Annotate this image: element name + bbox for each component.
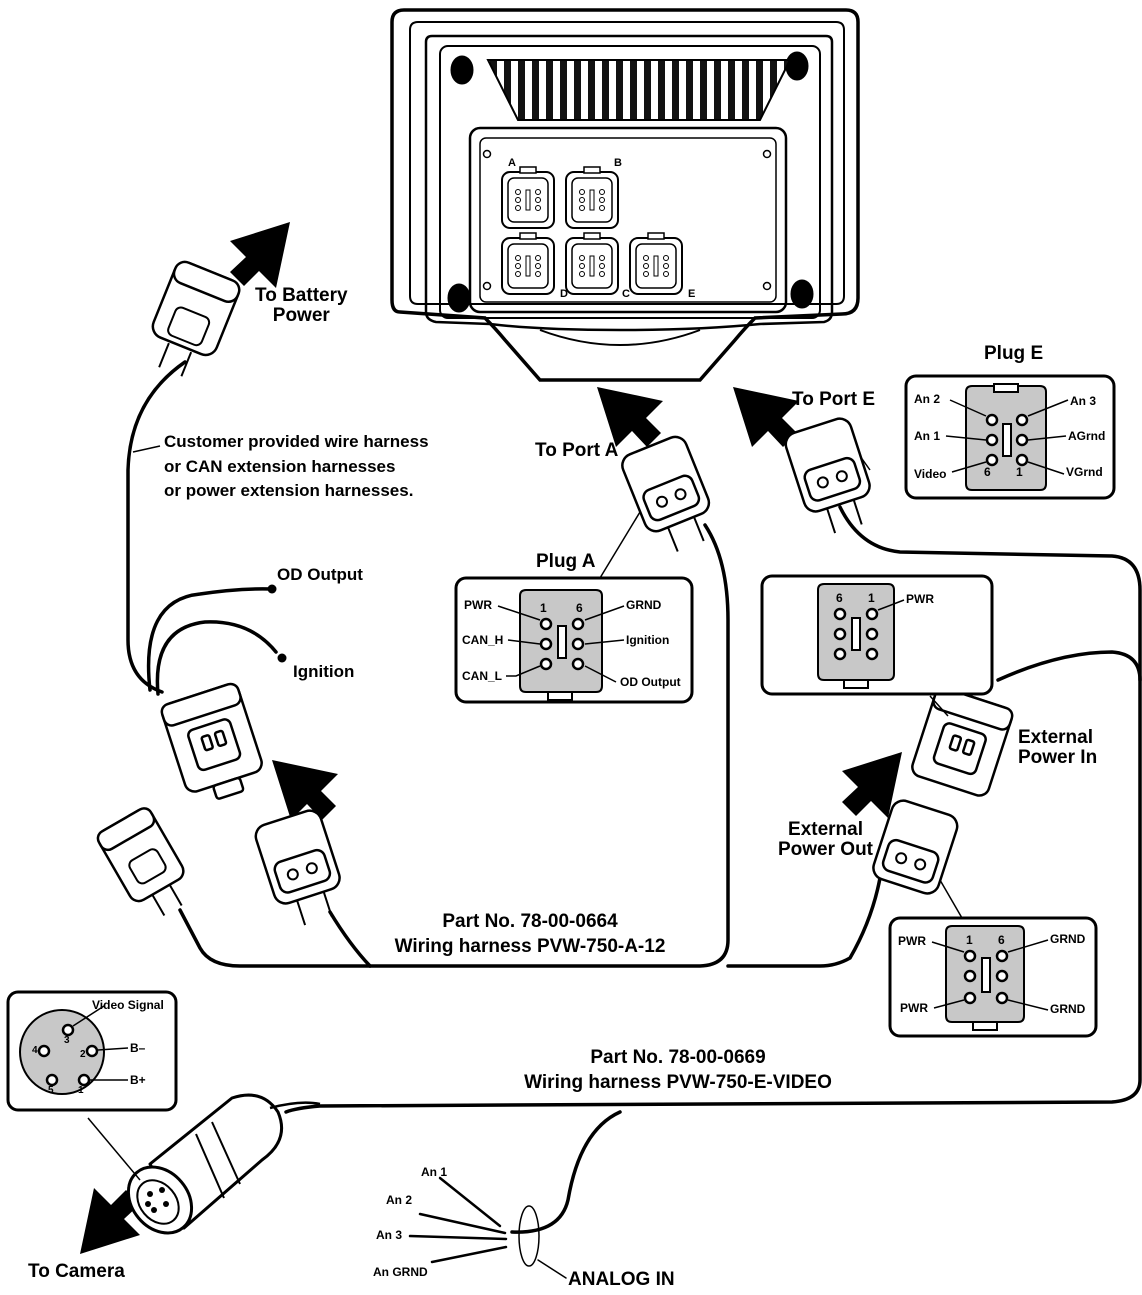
- ext-out-pwr-label-2: PWR: [900, 1001, 928, 1015]
- analog-an3-label: An 3: [376, 1228, 403, 1242]
- battery-connector: [151, 260, 241, 377]
- port-d-letter: D: [560, 288, 568, 300]
- external-power-in-connector: [911, 686, 1014, 797]
- to-port-a-label: To Port A: [535, 440, 619, 461]
- plug-e-an3-label: An 3: [1070, 394, 1097, 408]
- camera-video-signal-label: Video Signal: [92, 998, 164, 1012]
- analog-an1-label: An 1: [421, 1165, 448, 1179]
- plug-e-vgrnd-label: VGrnd: [1066, 465, 1103, 479]
- plug-a-can-h-label: CAN_H: [462, 633, 504, 647]
- external-power-out-label: External Power Out: [778, 819, 874, 860]
- display-unit: [390, 8, 860, 382]
- to-port-e-label: To Port E: [792, 389, 876, 410]
- plug-a-pwr-label: PWR: [464, 598, 492, 612]
- camera-b-plus-label: B+: [130, 1073, 146, 1087]
- ext-in-pin-1-number: 1: [868, 591, 875, 605]
- ext-out-grnd-label-1: GRND: [1050, 932, 1086, 946]
- external-power-in-plug-box: [760, 574, 994, 696]
- customer-harness-connector: [160, 682, 263, 800]
- plug-a-ignition-label: Ignition: [626, 633, 670, 647]
- plug-a-can-l-label: CAN_L: [462, 669, 503, 683]
- plug-a-title: Plug A: [536, 551, 596, 572]
- port-b-letter: B: [614, 157, 622, 169]
- customer-harness-label: Customer provided wire harness or CAN ex…: [164, 432, 429, 501]
- arrows: [80, 222, 902, 1254]
- port-e-socket: E: [629, 232, 695, 300]
- ext-out-pin-6-number: 6: [998, 933, 1005, 947]
- ext-in-pin-6-number: 6: [836, 591, 843, 605]
- ext-in-pwr-label: PWR: [906, 592, 934, 606]
- port-b-socket: B: [565, 157, 622, 229]
- port-c-letter: C: [622, 288, 630, 300]
- external-power-out-connector: [872, 799, 959, 895]
- camera-pin-5: 5: [48, 1085, 54, 1096]
- od-output-label: OD Output: [277, 565, 363, 584]
- plug-e-pin-6-number: 6: [984, 465, 991, 479]
- plug-e-video-label: Video: [914, 467, 947, 481]
- analog-an-grnd-label: An GRND: [373, 1265, 428, 1279]
- harness-a-end-connector-2: [254, 809, 341, 926]
- ext-out-pin-1-number: 1: [966, 933, 973, 947]
- external-power-out-plug-box: [888, 916, 1098, 1038]
- plug-e-box: [904, 374, 1116, 500]
- camera-pin-3: 3: [64, 1035, 70, 1046]
- camera-connector: [126, 1093, 321, 1235]
- od-output-terminal: [267, 584, 277, 594]
- plug-e-pin-1-number: 1: [1016, 465, 1023, 479]
- plug-e-an1-label: An 1: [914, 429, 941, 443]
- port-a-socket: A: [501, 157, 555, 229]
- port-a-letter: A: [508, 157, 516, 169]
- harness-a-end-connector-1: [96, 807, 185, 916]
- to-camera-label: To Camera: [28, 1261, 125, 1282]
- external-power-in-label: External Power In: [1018, 727, 1098, 768]
- ext-out-pwr-label-1: PWR: [898, 934, 926, 948]
- ext-out-grnd-label-2: GRND: [1050, 1002, 1086, 1016]
- part-e-label: Part No. 78-00-0669 Wiring harness PVW-7…: [524, 1047, 832, 1093]
- port-sockets: A B C D E: [501, 157, 695, 300]
- cables: [126, 360, 1142, 1279]
- ignition-terminal: [277, 653, 287, 663]
- plug-a-grnd-label: GRND: [626, 598, 662, 612]
- analog-in-label: ANALOG IN: [568, 1269, 675, 1290]
- plug-a-od-output-label: OD Output: [620, 675, 681, 689]
- camera-plug-box: [6, 990, 178, 1112]
- camera-pin-2: 2: [80, 1049, 86, 1060]
- port-c-socket: C: [565, 232, 630, 300]
- plug-e-an2-label: An 2: [914, 392, 941, 406]
- port-d-socket: D: [501, 232, 568, 300]
- camera-b-minus-label: B–: [130, 1041, 146, 1055]
- plug-e-agrnd-label: AGrnd: [1068, 429, 1106, 443]
- ignition-label: Ignition: [293, 662, 355, 681]
- plug-e-title: Plug E: [984, 343, 1044, 364]
- leader-lines: [87, 445, 963, 1181]
- part-a-label: Part No. 78-00-0664 Wiring harness PVW-7…: [394, 911, 666, 957]
- camera-pin-1: 1: [78, 1085, 84, 1096]
- camera-pin-4: 4: [32, 1045, 38, 1056]
- plug-a-pin-6-number: 6: [576, 601, 583, 615]
- port-e-connector: [784, 417, 871, 534]
- plug-a-pin-1-number: 1: [540, 601, 547, 615]
- port-e-letter: E: [688, 288, 695, 300]
- to-battery-power-label: To Battery Power: [255, 285, 348, 326]
- port-a-connector: [621, 435, 711, 552]
- plug-a-box: [454, 576, 694, 704]
- analog-an2-label: An 2: [386, 1193, 413, 1207]
